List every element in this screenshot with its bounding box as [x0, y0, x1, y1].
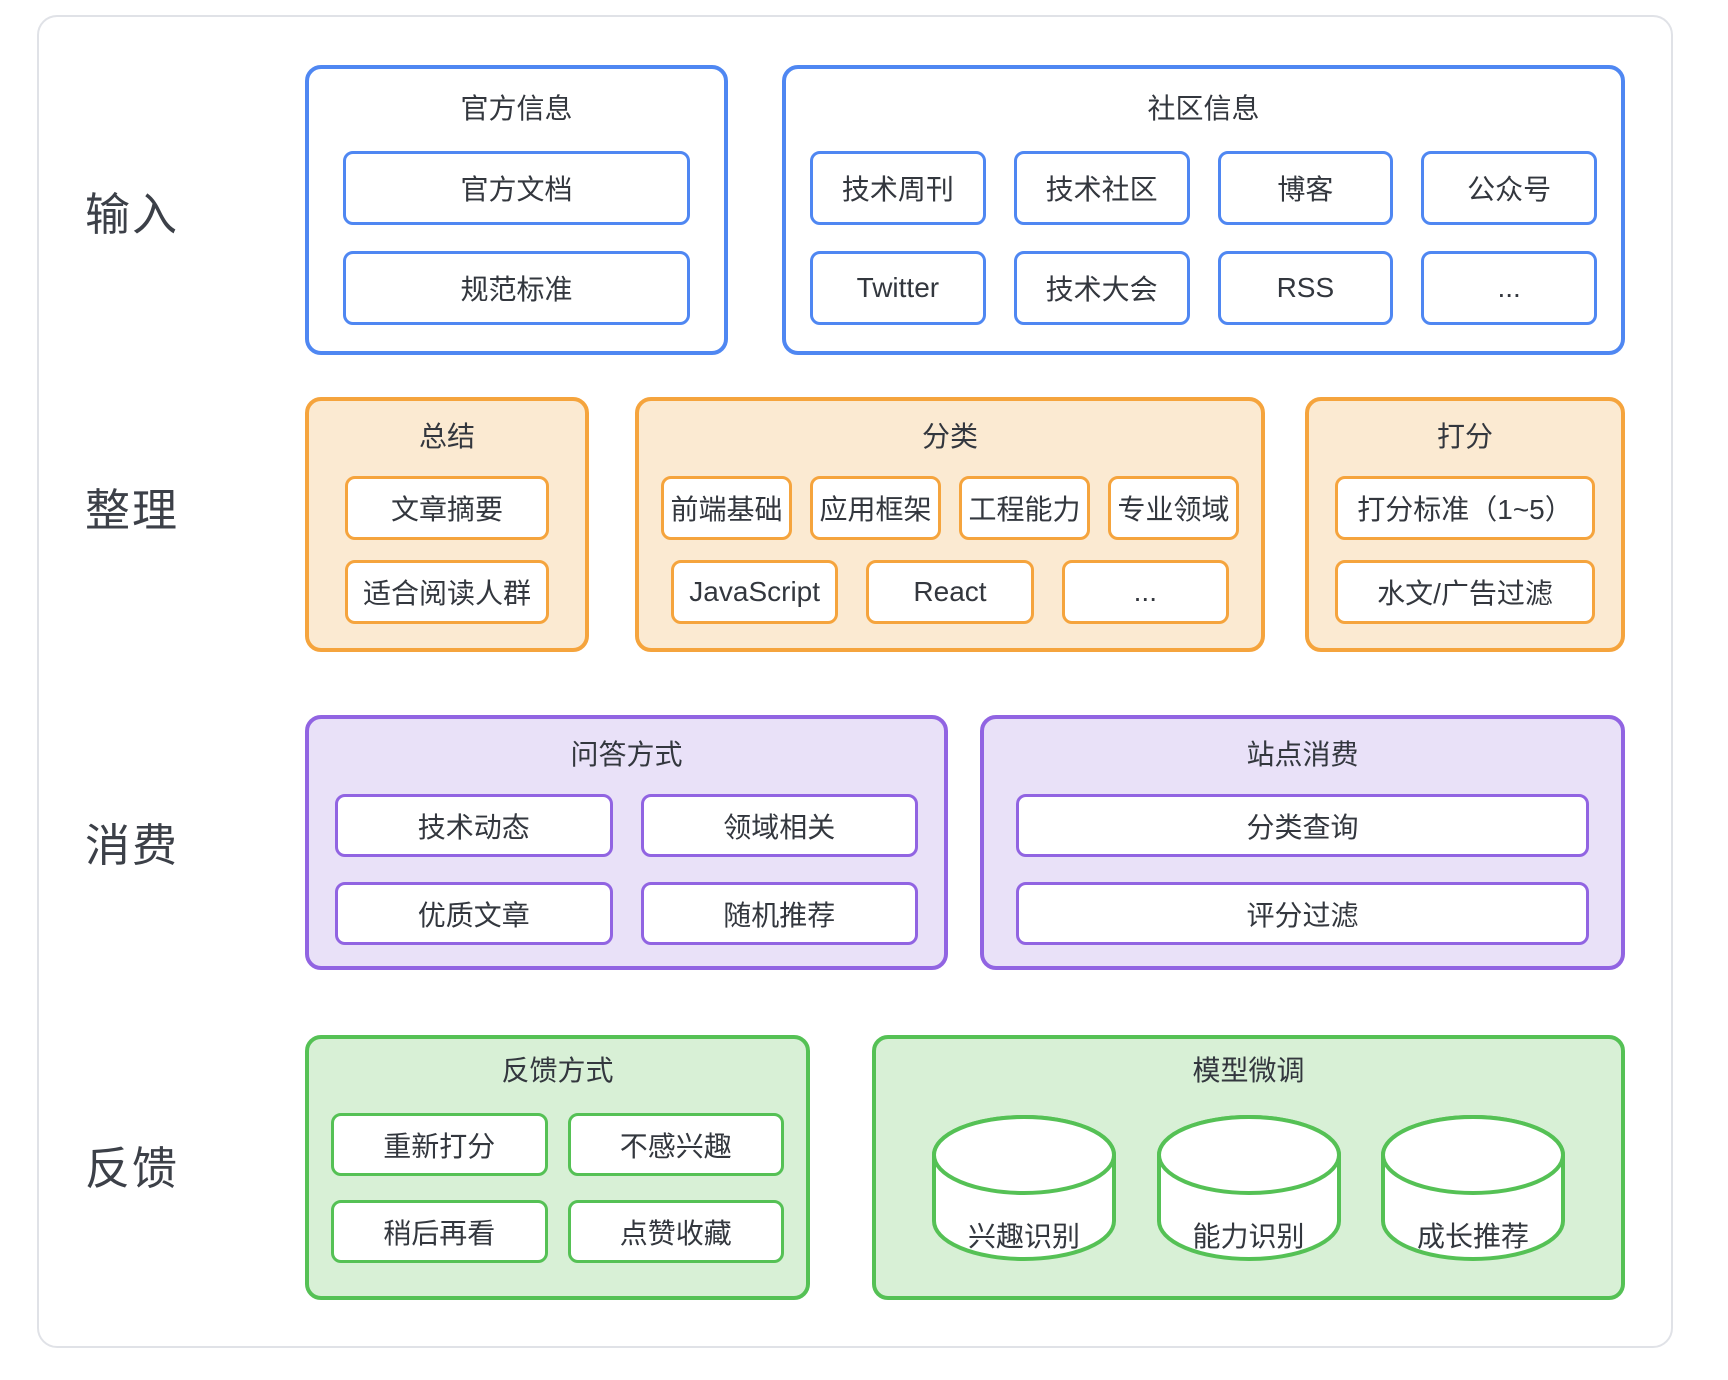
cylinder-growth-recommendation: 成长推荐 — [1379, 1113, 1567, 1263]
database-cylinder-icon — [1156, 1115, 1341, 1261]
group-title-site-consumption: 站点消费 — [1246, 739, 1359, 770]
node-scoring-standard: 打分标准（1~5） — [1335, 476, 1595, 540]
node-article-summary: 文章摘要 — [345, 476, 549, 540]
node-official-docs: 官方文档 — [343, 151, 690, 225]
node-engineering-ability: 工程能力 — [959, 476, 1090, 540]
node-target-readers: 适合阅读人群 — [345, 560, 549, 624]
node-rating-filter: 评分过滤 — [1016, 882, 1589, 945]
group-title-official-info: 官方信息 — [460, 93, 573, 124]
group-model-finetune: 模型微调 兴趣识别 能力识别 成长推荐 — [872, 1035, 1625, 1300]
cylinder-label-interest-recognition: 兴趣识别 — [967, 1221, 1080, 1252]
group-feedback-methods: 反馈方式 重新打分 不感兴趣 稍后再看 点赞收藏 — [305, 1035, 810, 1300]
node-re-score: 重新打分 — [331, 1113, 548, 1176]
group-site-consumption: 站点消费 分类查询 评分过滤 — [980, 715, 1625, 970]
node-classify-more: ... — [1061, 560, 1229, 624]
node-react: React — [866, 560, 1034, 624]
group-title-feedback-methods: 反馈方式 — [501, 1055, 614, 1086]
cylinder-label-growth-recommendation: 成长推荐 — [1416, 1221, 1529, 1252]
node-app-framework: 应用框架 — [810, 476, 941, 540]
node-ad-filter: 水文/广告过滤 — [1335, 560, 1595, 624]
node-tech-weekly: 技术周刊 — [810, 151, 986, 225]
node-rss: RSS — [1217, 251, 1394, 325]
node-category-query: 分类查询 — [1016, 794, 1589, 857]
row-label-consume: 消费 — [85, 820, 180, 871]
cylinder-interest-recognition: 兴趣识别 — [930, 1113, 1118, 1263]
row-label-organize: 整理 — [85, 485, 180, 536]
group-title-summary: 总结 — [418, 421, 475, 452]
group-classification: 分类 前端基础 应用框架 工程能力 专业领域 JavaScript React … — [635, 397, 1265, 652]
group-title-community-info: 社区信息 — [1147, 93, 1260, 124]
group-summary: 总结 文章摘要 适合阅读人群 — [305, 397, 589, 652]
node-professional-domain: 专业领域 — [1108, 476, 1239, 540]
group-scoring: 打分 打分标准（1~5） 水文/广告过滤 — [1305, 397, 1625, 652]
row-label-input: 输入 — [85, 189, 180, 240]
group-official-info: 官方信息 官方文档 规范标准 — [305, 65, 728, 355]
group-community-info: 社区信息 技术周刊 技术社区 博客 公众号 Twitter 技术大会 RSS .… — [782, 65, 1625, 355]
node-wechat-official-account: 公众号 — [1421, 151, 1597, 225]
node-standards: 规范标准 — [343, 251, 690, 325]
node-like-favorite: 点赞收藏 — [567, 1200, 784, 1263]
row-label-feedback: 反馈 — [85, 1143, 180, 1194]
group-title-classification: 分类 — [921, 421, 978, 452]
node-frontend-basics: 前端基础 — [661, 476, 792, 540]
node-quality-articles: 优质文章 — [335, 882, 613, 945]
group-title-qa-mode: 问答方式 — [570, 739, 683, 770]
node-tech-community: 技术社区 — [1013, 151, 1190, 225]
database-cylinder-icon — [932, 1115, 1116, 1261]
database-cylinder-icon — [1381, 1115, 1565, 1261]
node-twitter: Twitter — [810, 251, 986, 325]
group-title-scoring: 打分 — [1436, 421, 1493, 452]
node-not-interested: 不感兴趣 — [567, 1113, 784, 1176]
node-random-recommend: 随机推荐 — [640, 882, 918, 945]
node-watch-later: 稍后再看 — [331, 1200, 548, 1263]
node-tech-conference: 技术大会 — [1013, 251, 1190, 325]
node-domain-related: 领域相关 — [640, 794, 918, 857]
node-community-more: ... — [1421, 251, 1597, 325]
group-qa-mode: 问答方式 技术动态 领域相关 优质文章 随机推荐 — [305, 715, 948, 970]
node-tech-trends: 技术动态 — [335, 794, 613, 857]
group-title-model-finetune: 模型微调 — [1192, 1055, 1305, 1086]
cylinder-label-ability-recognition: 能力识别 — [1192, 1221, 1305, 1252]
node-javascript: JavaScript — [671, 560, 839, 624]
node-blog: 博客 — [1217, 151, 1394, 225]
cylinder-ability-recognition: 能力识别 — [1155, 1113, 1343, 1263]
